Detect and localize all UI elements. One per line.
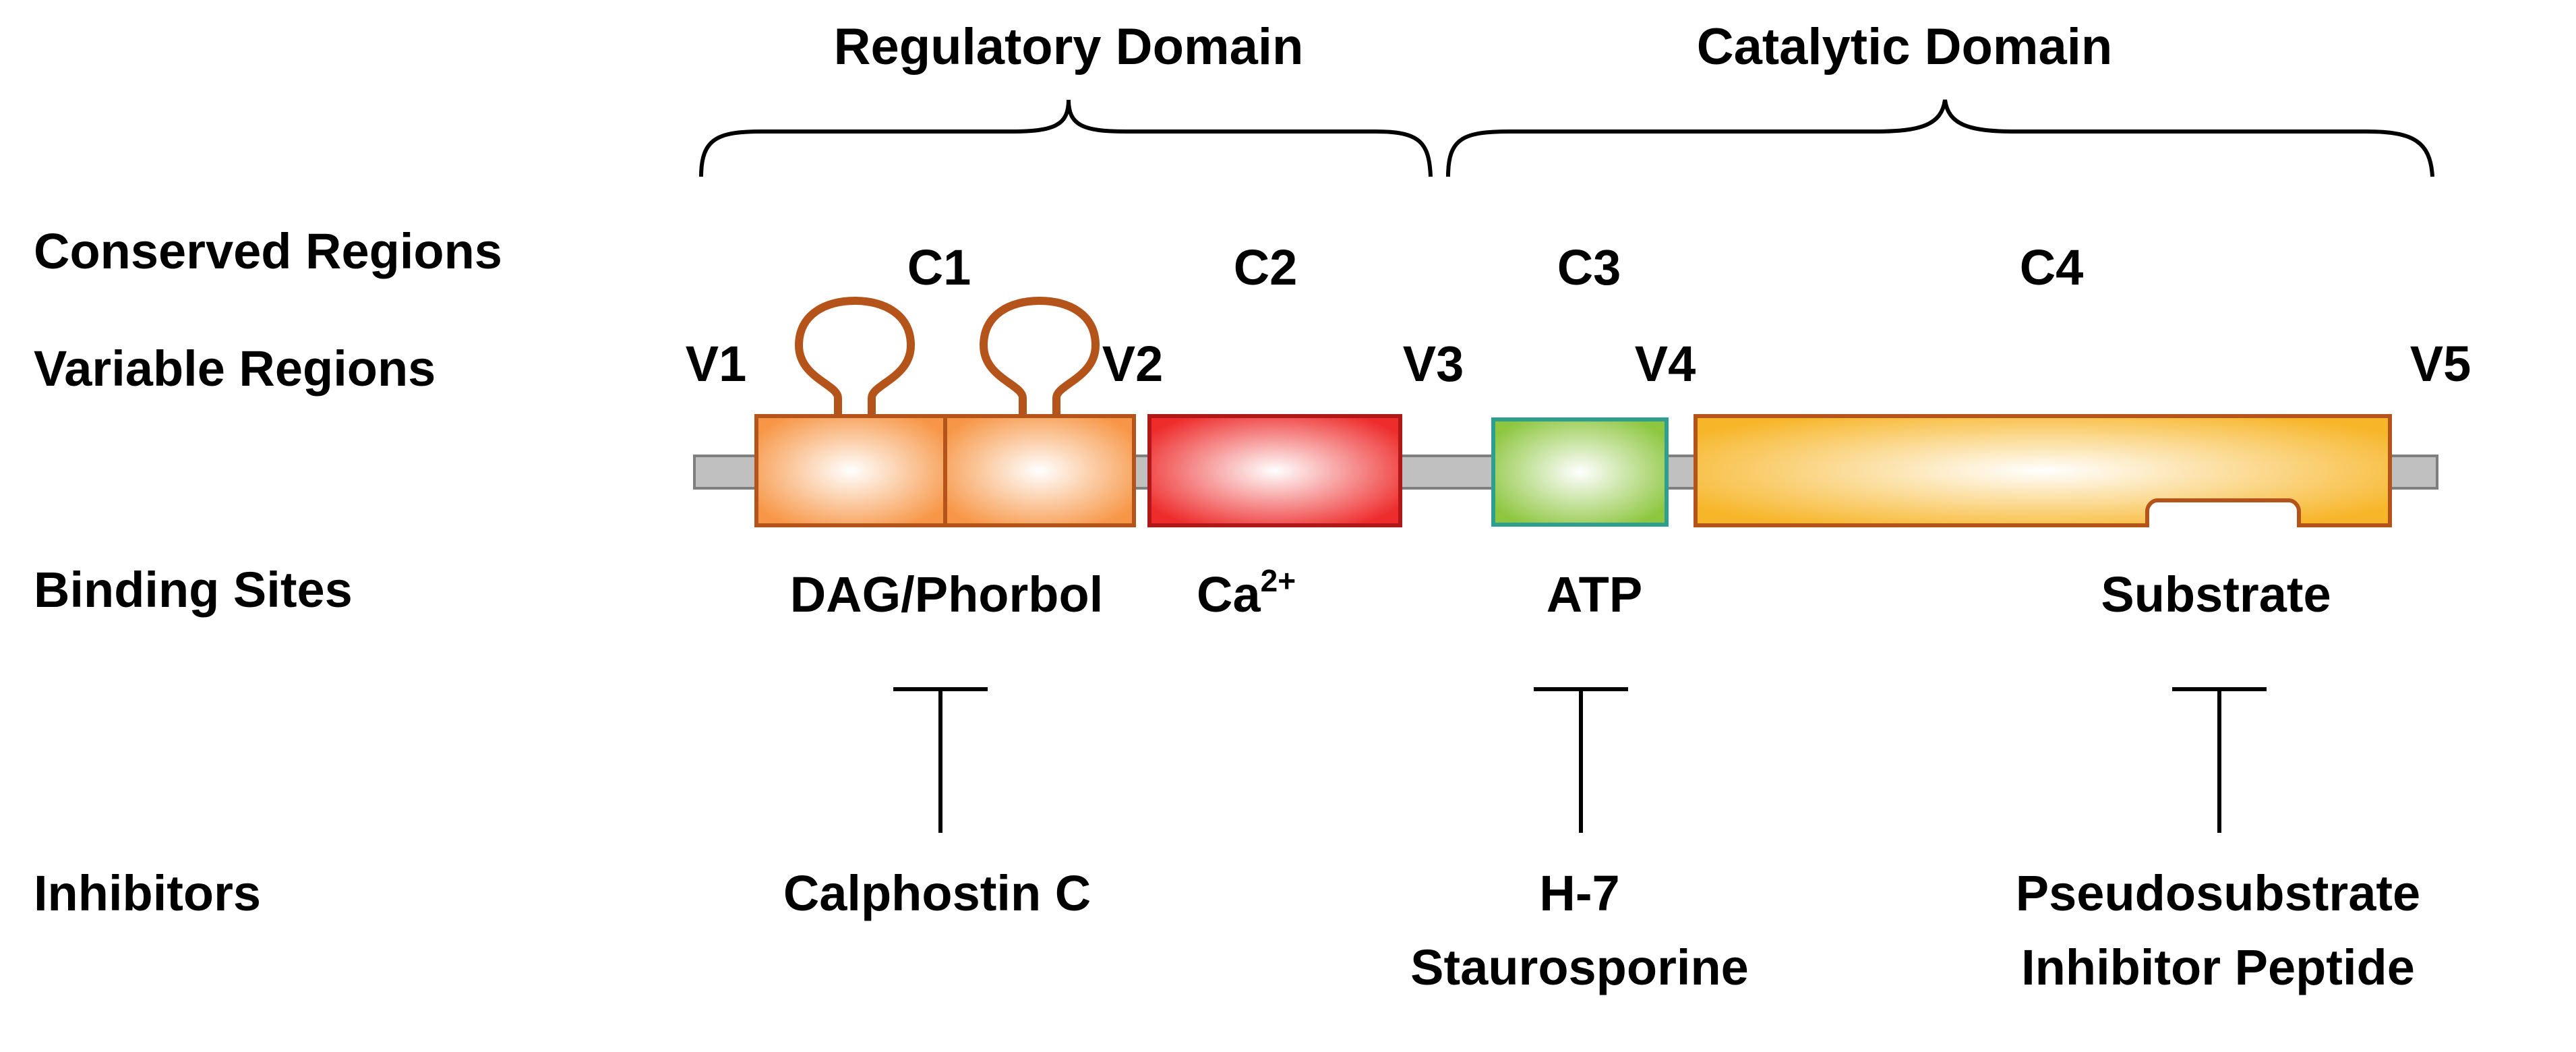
calcium-charge: 2+ <box>1261 563 1296 598</box>
regulatory-domain-brace <box>699 99 1433 177</box>
variable-regions-label: Variable Regions <box>34 341 436 397</box>
conserved-region-c3: C3 <box>1557 239 1621 295</box>
binding-site-atp: ATP <box>1547 566 1643 622</box>
c1-loop-1 <box>795 297 915 426</box>
binding-site-calcium: Ca2+ <box>1197 563 1296 622</box>
inhibition-symbol-calphostin <box>893 687 988 833</box>
inhibitor-peptide: Inhibitor Peptide <box>2021 939 2415 995</box>
regulatory-domain-label: Regulatory Domain <box>834 18 1304 76</box>
c4-domain <box>1694 414 2392 527</box>
inhibitor-calphostin-c: Calphostin C <box>783 865 1091 921</box>
c3-domain <box>1491 417 1669 527</box>
calcium-symbol: Ca <box>1197 566 1261 622</box>
binding-sites-label: Binding Sites <box>34 562 353 618</box>
variable-region-v1: V1 <box>686 336 747 392</box>
inhibitors-label: Inhibitors <box>34 865 261 921</box>
variable-region-v4: V4 <box>1635 336 1696 392</box>
catalytic-domain-brace <box>1446 99 2434 177</box>
conserved-region-c2: C2 <box>1234 239 1298 295</box>
variable-region-v3: V3 <box>1403 336 1464 392</box>
variable-region-v2: V2 <box>1102 336 1164 392</box>
variable-region-v5: V5 <box>2410 336 2472 392</box>
conserved-region-c1: C1 <box>907 239 971 295</box>
inhibition-symbol-h7 <box>1534 687 1628 833</box>
c1-loop-2 <box>980 297 1100 426</box>
binding-site-dag-phorbol: DAG/Phorbol <box>790 566 1104 622</box>
conserved-regions-label: Conserved Regions <box>34 223 502 279</box>
c1-domain-subunit-1 <box>754 414 947 527</box>
conserved-region-c4: C4 <box>2020 239 2084 295</box>
c2-domain <box>1147 414 1402 527</box>
inhibition-symbol-pseudosubstrate <box>2172 687 2267 833</box>
inhibitor-staurosporine: Staurosporine <box>1410 939 1749 995</box>
binding-site-substrate: Substrate <box>2101 566 2331 622</box>
inhibitor-h7: H-7 <box>1539 865 1619 921</box>
c1-domain-subunit-2 <box>943 414 1136 527</box>
catalytic-domain-label: Catalytic Domain <box>1697 18 2113 76</box>
inhibitor-pseudosubstrate: Pseudosubstrate <box>2016 865 2420 921</box>
